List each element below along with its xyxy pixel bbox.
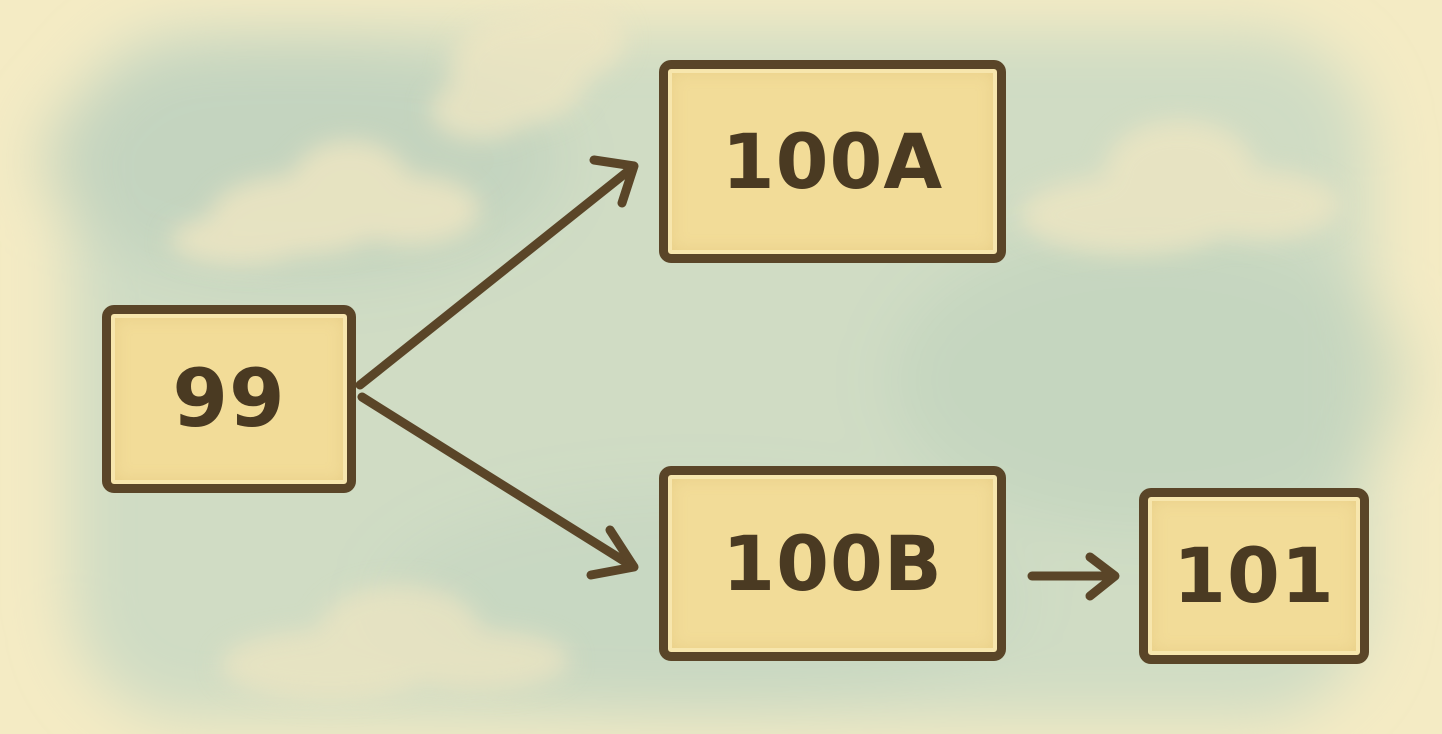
node-101: 101 (1139, 488, 1369, 664)
node-100b: 100B (659, 466, 1006, 661)
cloud-shapes (170, 0, 1340, 700)
cloud-top-center (430, 0, 625, 140)
edge-100b-to-101 (1027, 552, 1120, 601)
node-100b-label: 100B (722, 518, 943, 608)
node-100a-label: 100A (721, 116, 944, 206)
cloud-bottom-left (220, 585, 570, 700)
node-99-label: 99 (172, 352, 286, 445)
cloud-right (1020, 120, 1340, 255)
node-101-label: 101 (1173, 531, 1335, 620)
node-99: 99 (102, 305, 356, 493)
node-100a: 100A (659, 60, 1006, 263)
edge-99-to-100a (355, 155, 639, 390)
cloud-top-left (170, 140, 480, 265)
edge-99-to-100b (357, 392, 639, 580)
